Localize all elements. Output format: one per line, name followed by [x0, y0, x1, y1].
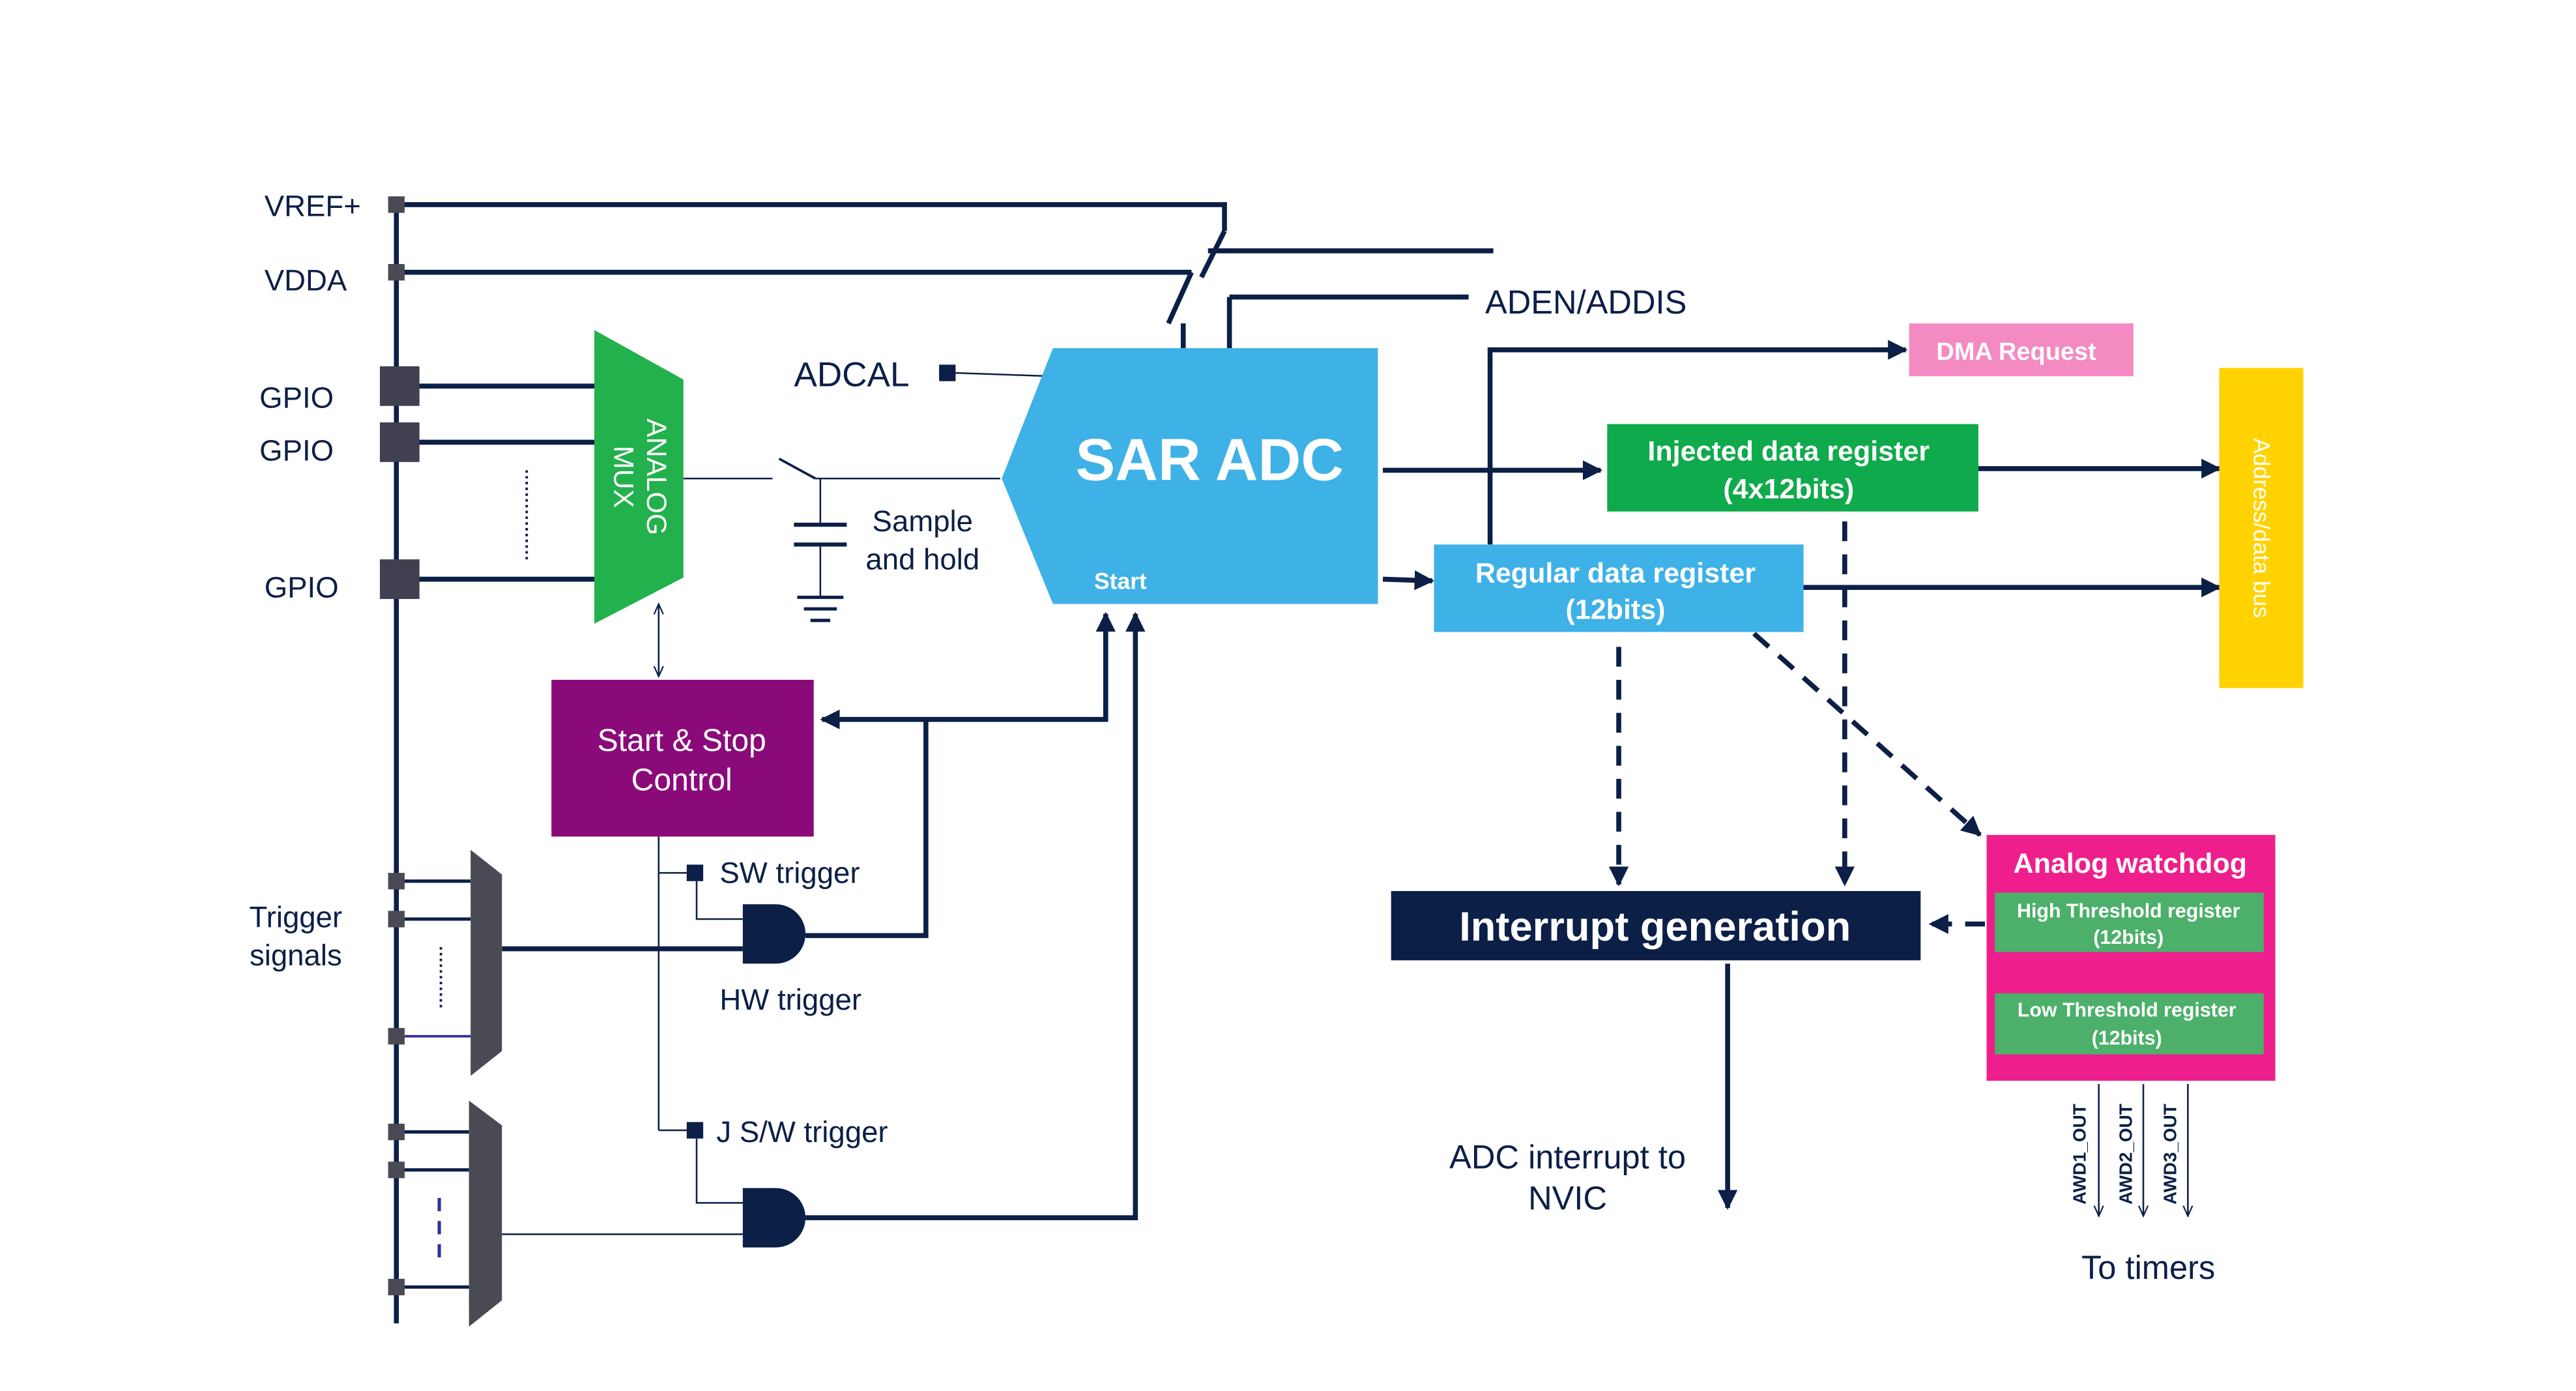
- gpio-label-2: GPIO: [259, 433, 334, 467]
- svg-text:MUX: MUX: [607, 446, 639, 508]
- dma-request-label: DMA Request: [1936, 338, 2096, 366]
- and-gate-injected: [742, 1188, 806, 1248]
- sar-adc-block: [1002, 348, 1378, 604]
- injected-data-register: [1607, 424, 1978, 512]
- adc-interrupt-label-2: NVIC: [1528, 1180, 1607, 1217]
- sample-hold-label-2: and hold: [865, 542, 979, 576]
- analog-mux-label: ANALOG MUX: [607, 418, 672, 535]
- trigger-mux-injected: [388, 1100, 502, 1327]
- gpio-label-1: GPIO: [259, 381, 334, 414]
- dma-request-block: [1909, 323, 2134, 377]
- interrupt-generation: [1391, 890, 1921, 961]
- sample-hold-label-1: Sample: [873, 505, 973, 538]
- vdda-label: VDDA: [265, 264, 347, 297]
- injected-label-1: Injected data register: [1647, 435, 1930, 467]
- start-stop-label-1: Start & Stop: [598, 723, 766, 758]
- high-threshold-label-1: High Threshold register: [2017, 900, 2240, 922]
- regular-data-register: [1434, 544, 1804, 632]
- and-gate-regular: [742, 904, 806, 964]
- regular-label-1: Regular data register: [1475, 558, 1756, 589]
- awd3-label: AWD3_OUT: [2160, 1104, 2180, 1205]
- jsw-trigger-node: [686, 1122, 704, 1139]
- awd2-label: AWD2_OUT: [2115, 1104, 2135, 1205]
- low-threshold-label-1: Low Threshold register: [2018, 999, 2236, 1021]
- adcal-node: [939, 364, 956, 381]
- control-wiring: [502, 611, 1146, 1235]
- high-threshold-label-2: (12bits): [2093, 927, 2164, 948]
- vref-label: VREF+: [265, 190, 361, 223]
- sw-trigger-node: [686, 864, 704, 881]
- awd-output-lines: [2099, 1084, 2188, 1216]
- interrupt-generation-label: Interrupt generation: [1459, 904, 1851, 950]
- svg-text:ANALOG: ANALOG: [641, 418, 672, 535]
- supply-nodes: [379, 196, 420, 599]
- data-path-wiring: [1382, 340, 2221, 1210]
- address-data-bus: [2219, 368, 2304, 688]
- awd1-label: AWD1_OUT: [2069, 1104, 2089, 1205]
- start-stop-control: [551, 679, 814, 837]
- jsw-trigger-label: J S/W trigger: [716, 1115, 888, 1149]
- adc-interrupt-label-1: ADC interrupt to: [1449, 1138, 1686, 1175]
- low-threshold-register: [1995, 993, 2264, 1055]
- low-threshold-label-2: (12bits): [2092, 1027, 2162, 1049]
- trigger-mux-regular: [388, 849, 502, 1076]
- analog-mux: [594, 330, 684, 624]
- sar-adc-start-label: Start: [1094, 568, 1147, 594]
- address-data-bus-label: Address/data bus: [2249, 438, 2275, 618]
- gpio-label-3: GPIO: [265, 570, 339, 604]
- sar-adc-title: SAR ADC: [1075, 428, 1344, 493]
- regular-label-2: (12bits): [1565, 594, 1665, 625]
- trigger-signals-label-2: signals: [250, 939, 342, 972]
- to-timers-label: To timers: [2081, 1249, 2215, 1286]
- sample-hold-circuit: [683, 458, 1000, 622]
- sw-trigger-label: SW trigger: [719, 856, 860, 889]
- injected-label-2: (4x12bits): [1723, 473, 1854, 505]
- start-stop-label-2: Control: [631, 763, 732, 798]
- hw-trigger-label: HW trigger: [719, 983, 861, 1016]
- analog-watchdog-label: Analog watchdog: [2014, 848, 2247, 879]
- adcal-label: ADCAL: [794, 355, 909, 394]
- trigger-signals-label-1: Trigger: [250, 901, 343, 934]
- aden-label: ADEN/ADDIS: [1485, 284, 1686, 321]
- high-threshold-register: [1995, 892, 2264, 952]
